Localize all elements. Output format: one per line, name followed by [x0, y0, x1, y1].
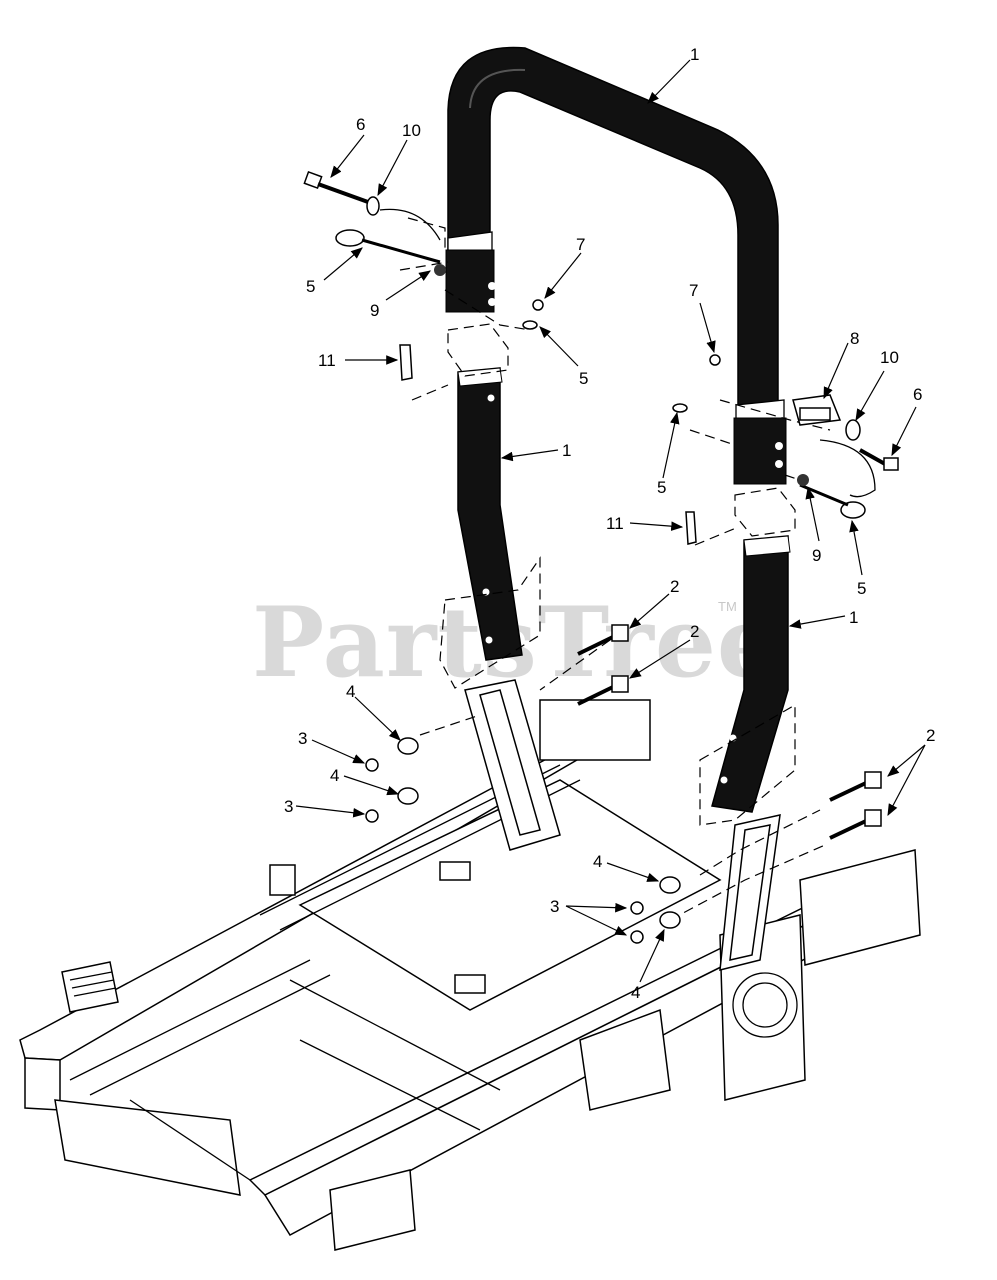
clip-7-right — [709, 354, 721, 366]
left-hoop-hole-2 — [488, 298, 496, 306]
bolt-2-lower-left — [577, 675, 629, 706]
clip-11-right — [685, 511, 697, 545]
left-hoop-end — [445, 249, 495, 313]
bolt-2-upper-right — [829, 771, 882, 802]
left-rear-plate — [539, 699, 651, 761]
left-upright-hole-2 — [482, 588, 490, 596]
callout-5-right-small: 5 — [657, 478, 666, 497]
callout-7-right: 7 — [689, 281, 698, 300]
washer-4-right-lower — [659, 911, 681, 929]
clip-11-left — [399, 344, 413, 381]
callout-4-right-upper: 4 — [593, 852, 602, 871]
right-upright-open-end — [743, 535, 791, 557]
roll-bar-hoop — [447, 46, 779, 406]
callout-1-right-upright: 1 — [849, 608, 858, 627]
callout-5-left: 5 — [306, 277, 315, 296]
assembly-guides — [399, 217, 831, 921]
callout-6-right: 6 — [913, 385, 922, 404]
bolt-2-upper-left — [577, 624, 629, 656]
callout-9-left: 9 — [370, 301, 379, 320]
pin-5-small-right — [672, 403, 688, 413]
front-hitch — [329, 1169, 416, 1251]
right-upright-hole-2 — [720, 776, 728, 784]
hitch-pin-5-left — [335, 208, 441, 264]
nut-9-right — [797, 474, 809, 486]
callout-4-left-lower: 4 — [330, 766, 339, 785]
hardware — [303, 171, 899, 944]
front-bumper — [54, 1099, 241, 1196]
bolt-6-right — [859, 448, 899, 471]
callout-3-left-lower: 3 — [284, 797, 293, 816]
callout-2-upper: 2 — [670, 577, 679, 596]
callout-1-left-upright: 1 — [562, 441, 571, 460]
left-upright-hole-1 — [487, 394, 495, 402]
washer-10-right — [845, 419, 861, 441]
nut-3-right-lower — [630, 930, 644, 944]
center-tab — [439, 861, 471, 881]
callout-6-left: 6 — [356, 115, 365, 134]
callout-1-hoop: 1 — [690, 45, 699, 64]
washer-4-right-upper — [659, 876, 681, 894]
cross-rail-front — [69, 959, 311, 1081]
callout-5-right: 5 — [857, 579, 866, 598]
washer-10-left — [366, 196, 380, 216]
cross-rail-front-2 — [89, 974, 331, 1096]
right-hoop-end — [733, 417, 787, 485]
axle-hole — [732, 972, 798, 1038]
nut-3-right-upper — [630, 901, 644, 915]
bolt-6-left — [303, 171, 369, 204]
washer-4-left-upper — [397, 737, 419, 755]
callout-2-right: 2 — [926, 726, 935, 745]
floor-pan — [298, 779, 722, 1011]
callout-2-lower: 2 — [690, 622, 699, 641]
nut-9-left — [434, 264, 446, 276]
callout-4-right-lower: 4 — [631, 983, 640, 1002]
right-hoop-hole-1 — [775, 442, 783, 450]
foot-pedal — [61, 961, 119, 1013]
callout-labels: 1 6 10 7 5 9 5 11 1 7 8 10 6 5 11 9 5 2 … — [284, 45, 935, 1002]
callout-10-right: 10 — [880, 348, 899, 367]
hoop-highlight — [469, 68, 526, 109]
left-tab — [269, 864, 296, 896]
watermark-trademark: TM — [718, 599, 737, 614]
callout-10-left: 10 — [402, 121, 421, 140]
diagonal-rail — [289, 979, 501, 1091]
front-diagonal — [129, 1099, 251, 1181]
callout-11-right: 11 — [606, 514, 624, 533]
right-hoop-hole-2 — [775, 460, 783, 468]
mid-diagonal — [299, 1039, 481, 1131]
rear-right-plate — [799, 849, 921, 966]
mower-chassis — [19, 699, 921, 1251]
left-hoop-hole-1 — [488, 282, 496, 290]
callout-7-left: 7 — [576, 235, 585, 254]
nut-3-left-upper — [365, 758, 379, 772]
callout-4-left-upper: 4 — [346, 682, 355, 701]
rear-mount — [579, 1008, 671, 1111]
callout-11-left: 11 — [318, 351, 336, 370]
callout-3-right: 3 — [550, 897, 559, 916]
pin-5-small-left — [522, 320, 538, 330]
callout-3-left-upper: 3 — [298, 729, 307, 748]
callout-5-left-small: 5 — [579, 369, 588, 388]
axle-hole-inner — [742, 982, 788, 1028]
left-upright-hole-3 — [485, 636, 493, 644]
clip-7-left — [532, 299, 544, 311]
bracket-8 — [792, 394, 842, 426]
left-upright-open-end — [457, 367, 503, 387]
center-tab-2 — [454, 974, 486, 994]
washer-4-left-lower — [397, 787, 419, 805]
left-mount-bracket — [464, 679, 561, 851]
nut-3-left-lower — [365, 809, 379, 823]
callout-8: 8 — [850, 329, 859, 348]
callout-9-right: 9 — [812, 546, 821, 565]
bolt-2-lower-right — [829, 809, 882, 840]
leader-lines — [295, 59, 926, 983]
